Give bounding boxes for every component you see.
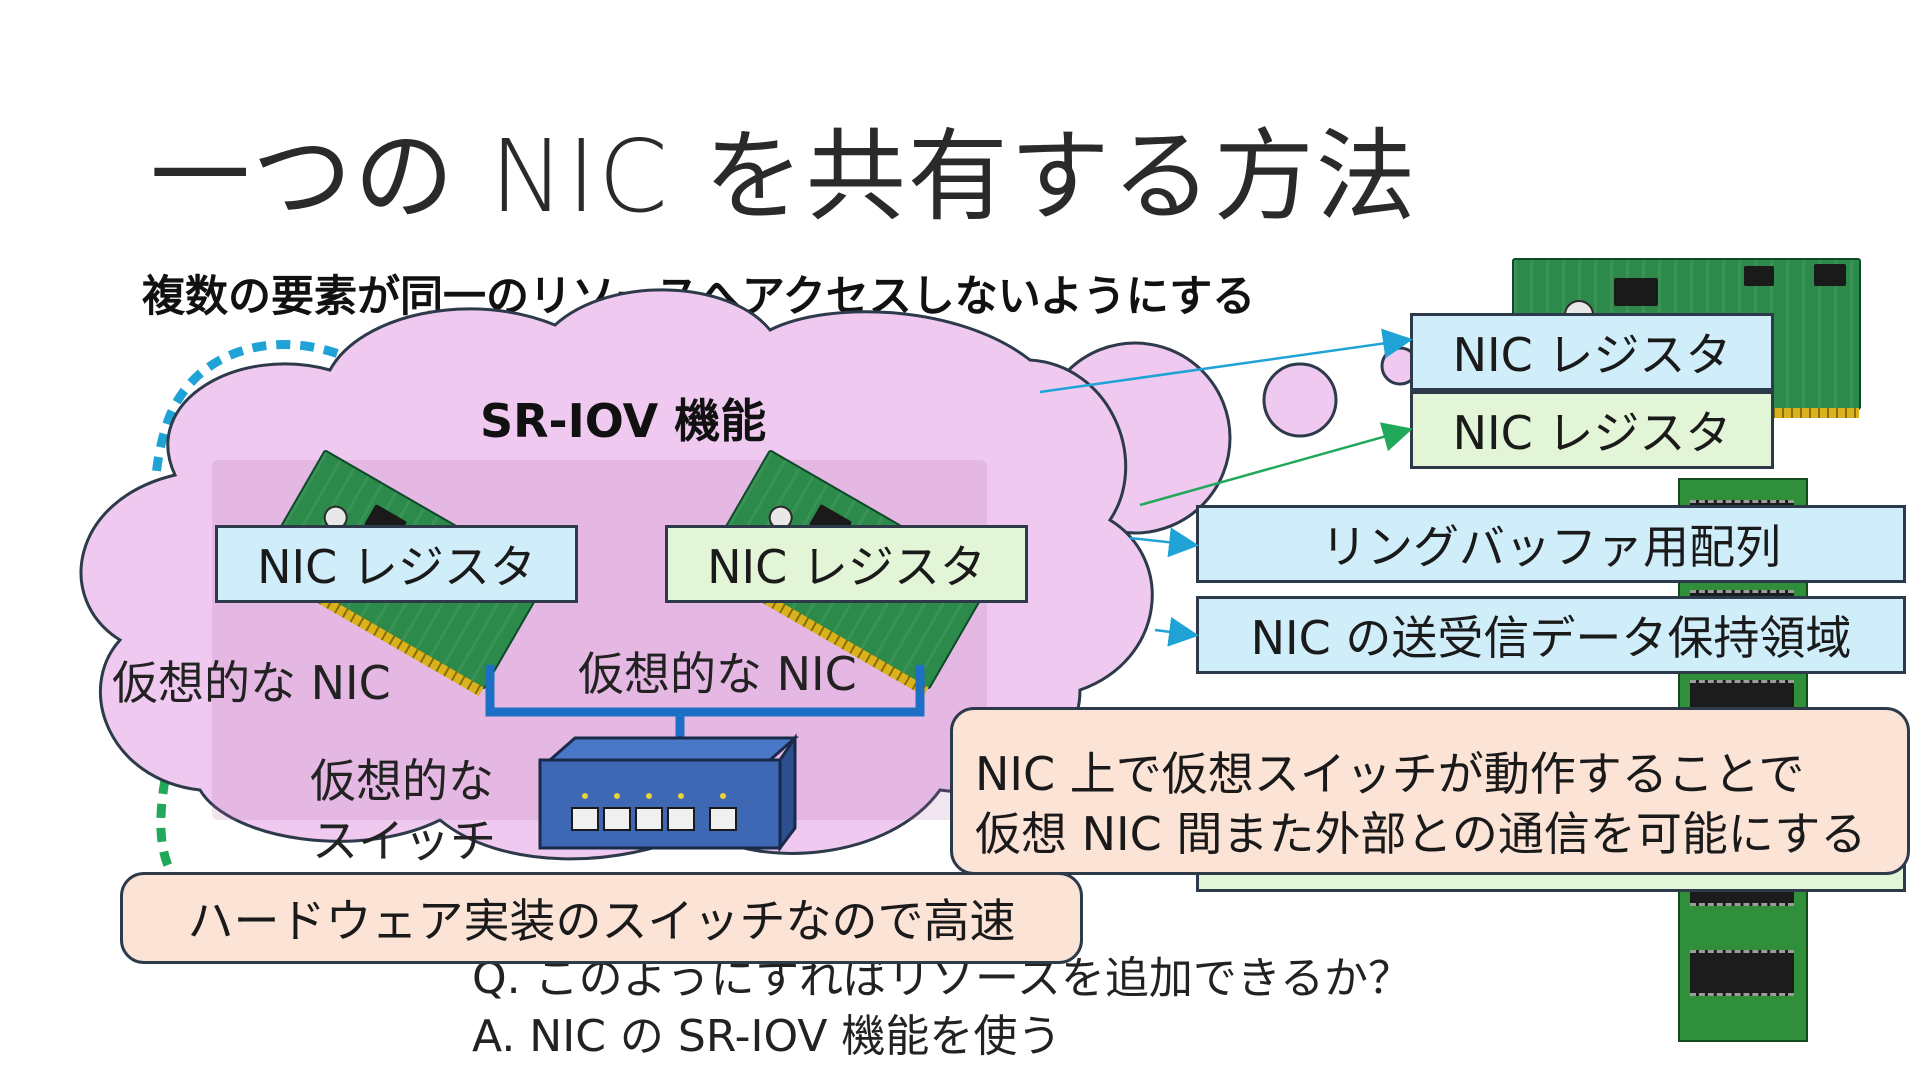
note-switch-line1: NIC 上で仮想スイッチが動作することで xyxy=(975,738,1804,804)
note-switch-line2: 仮想 NIC 間また外部との通信を可能にする xyxy=(975,798,1866,864)
note-switch: NIC 上で仮想スイッチが動作することで 仮想 NIC 間また外部との通信を可能… xyxy=(950,707,1910,875)
note-hardware: ハードウェア実装のスイッチなので高速 xyxy=(120,872,1083,964)
